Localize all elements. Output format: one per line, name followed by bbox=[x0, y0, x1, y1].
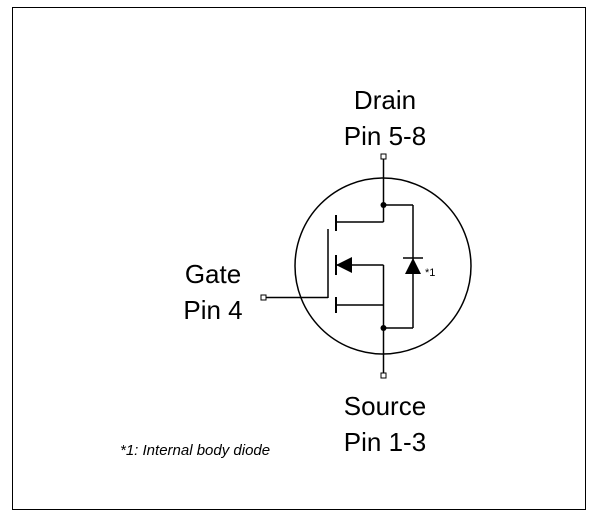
footnote: *1: Internal body diode bbox=[120, 442, 270, 459]
source-terminal bbox=[380, 372, 387, 379]
body-arrow-icon bbox=[336, 257, 352, 273]
drain-label: Drain bbox=[354, 85, 416, 115]
gate-label: Gate bbox=[185, 259, 241, 289]
diagram-frame bbox=[12, 7, 586, 510]
gate-pins-label: Pin 4 bbox=[183, 295, 242, 325]
drain-terminal bbox=[380, 153, 387, 160]
diode-triangle-icon bbox=[405, 258, 421, 274]
gate-terminal bbox=[260, 294, 267, 301]
source-label: Source bbox=[344, 391, 426, 421]
drain-pins-label: Pin 5-8 bbox=[344, 121, 426, 151]
diode-tag: *1 bbox=[425, 267, 435, 279]
source-pins-label: Pin 1-3 bbox=[344, 427, 426, 457]
